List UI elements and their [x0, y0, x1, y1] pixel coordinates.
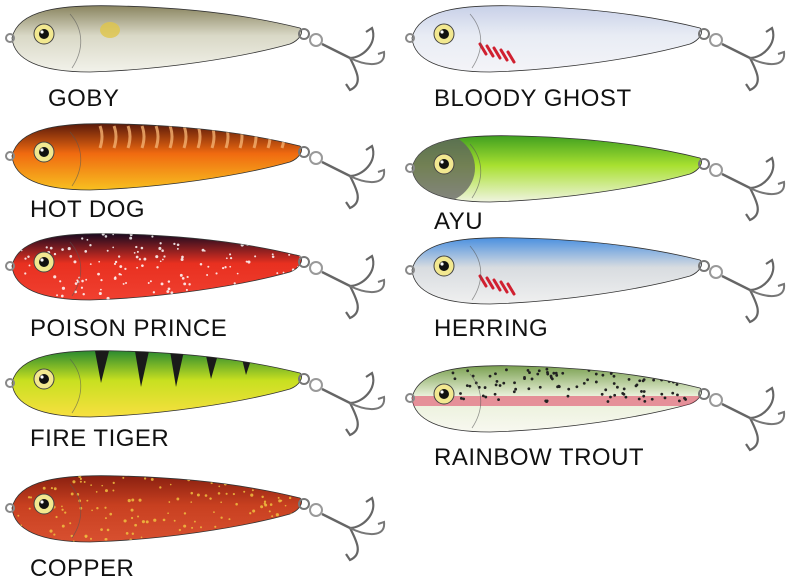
lure-label: FIRE TIGER [30, 425, 170, 452]
treble-hook [298, 371, 386, 437]
treble-hook [698, 258, 786, 324]
treble-hook [698, 26, 786, 92]
treble-hook [298, 254, 386, 320]
lure-eye [33, 141, 55, 163]
lure-body [11, 5, 302, 73]
lure-label: AYU [434, 208, 484, 235]
treble-hook [298, 144, 386, 210]
lure-eye [33, 23, 55, 45]
lure-poison-prince [0, 228, 400, 328]
lure-eye [33, 251, 55, 273]
lure-label: HOT DOG [30, 196, 146, 223]
lure-body [11, 350, 302, 418]
lure-image [405, 237, 786, 324]
lure-eye [33, 368, 55, 390]
lure-label: POISON PRINCE [30, 315, 228, 342]
lure-bloody-ghost [400, 0, 800, 100]
lure-ayu [400, 130, 800, 230]
lure-body [11, 475, 302, 543]
treble-hook [698, 386, 786, 452]
lure-eye [433, 255, 455, 277]
lure-image [405, 5, 786, 92]
lure-body [11, 233, 302, 301]
lure-image [5, 123, 386, 210]
lure-fire-tiger [0, 345, 400, 445]
lure-eye [433, 153, 455, 175]
lure-image [5, 5, 386, 92]
lure-herring [400, 232, 800, 332]
lure-label: COPPER [30, 555, 135, 582]
lure-image [5, 475, 386, 562]
lure-body [11, 123, 302, 191]
lure-image [405, 365, 786, 452]
treble-hook [298, 26, 386, 92]
lure-eye [33, 493, 55, 515]
lure-label: BLOODY GHOST [434, 85, 632, 112]
treble-hook [298, 496, 386, 562]
lure-image [5, 233, 386, 320]
lure-rainbow-trout [400, 360, 800, 460]
lure-body [411, 237, 702, 305]
lure-eye [433, 383, 455, 405]
lure-label: GOBY [48, 85, 120, 112]
lure-copper [0, 470, 400, 570]
lure-eye [433, 23, 455, 45]
lure-body [411, 5, 702, 73]
treble-hook [698, 156, 786, 222]
lure-image [405, 135, 786, 222]
lure-goby [0, 0, 400, 100]
lure-label: RAINBOW TROUT [434, 444, 645, 471]
lure-label: HERRING [434, 315, 549, 342]
lure-hot-dog [0, 118, 400, 218]
lure-image [5, 350, 386, 437]
